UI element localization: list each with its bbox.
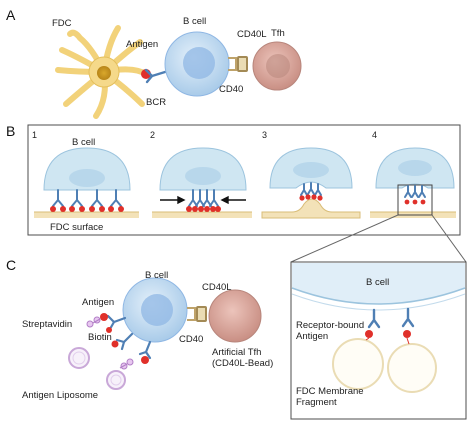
fdc-membrane-label-2: Fragment: [296, 397, 337, 408]
artificial-tfh-label-2: (CD40L-Bead): [212, 358, 273, 369]
cd40-label-c: CD40: [179, 334, 203, 345]
cd40-receptor-c: [187, 307, 196, 321]
artificial-tfh-label-1: Artificial Tfh: [212, 347, 261, 358]
cd40l-label-c: CD40L: [202, 282, 232, 293]
receptor-bound-label-1: Receptor-bound: [296, 320, 364, 331]
step-4-scene: [370, 147, 456, 218]
antigen-label-c: Antigen: [82, 297, 114, 308]
fdc-membrane-fragments: [332, 338, 437, 393]
bcr-receptor: [144, 68, 167, 84]
cd40l-ligand: [237, 56, 248, 72]
step-4-number: 4: [372, 130, 377, 140]
step-3-number: 3: [262, 130, 267, 140]
antigen-dots-c: [100, 313, 149, 364]
antigen-liposome-label: Antigen Liposome: [22, 390, 98, 401]
inset-antigens: [365, 330, 411, 338]
inset-receptors: [367, 307, 415, 329]
antigen-label-a: Antigen: [126, 39, 158, 50]
fdc-cell: [55, 25, 149, 119]
b-cell-c: [122, 277, 188, 343]
inset-b-cell-label: B cell: [366, 277, 389, 288]
b-cell-label-b: B cell: [72, 137, 95, 148]
fdc-membrane-label-1: FDC Membrane: [296, 386, 364, 397]
fdc-label: FDC: [52, 18, 72, 29]
tfh-label-a: Tfh: [271, 28, 285, 39]
inset-b-cell: [291, 263, 466, 311]
b-cell-label-a: B cell: [183, 16, 206, 27]
artificial-tfh-bead: [208, 289, 262, 343]
panel-c-letter: C: [6, 257, 16, 273]
cd40l-label-a: CD40L: [237, 29, 267, 40]
liposome-inner: [72, 351, 122, 386]
tfh-cell-a: [252, 41, 302, 91]
fdc-nucleus: [97, 66, 111, 80]
cd40-receptor: [228, 57, 237, 71]
step-1-number: 1: [32, 130, 37, 140]
panel-b-letter: B: [6, 123, 15, 139]
cd40-label-a: CD40: [219, 84, 243, 95]
b-cell-label-c: B cell: [145, 270, 168, 281]
step-2-scene: [152, 147, 252, 218]
biotin-label: Biotin: [88, 332, 112, 343]
bcr-label: BCR: [146, 97, 166, 108]
step-1-scene: [34, 147, 139, 218]
b-cell-a: [164, 31, 230, 97]
biotin-links: [86, 316, 134, 370]
antigen-liposomes: [68, 347, 126, 390]
zoom-lines: [290, 214, 467, 263]
panel-a-letter: A: [6, 7, 16, 23]
streptavidin-label: Streptavidin: [22, 319, 72, 330]
inset-antigen-stalks: [365, 337, 410, 345]
cd40l-ligand-c: [196, 306, 207, 322]
receptor-bound-label-2: Antigen: [296, 331, 328, 342]
step-3-scene: [261, 147, 361, 219]
step-2-number: 2: [150, 130, 155, 140]
fdc-surface-label: FDC surface: [50, 222, 103, 233]
